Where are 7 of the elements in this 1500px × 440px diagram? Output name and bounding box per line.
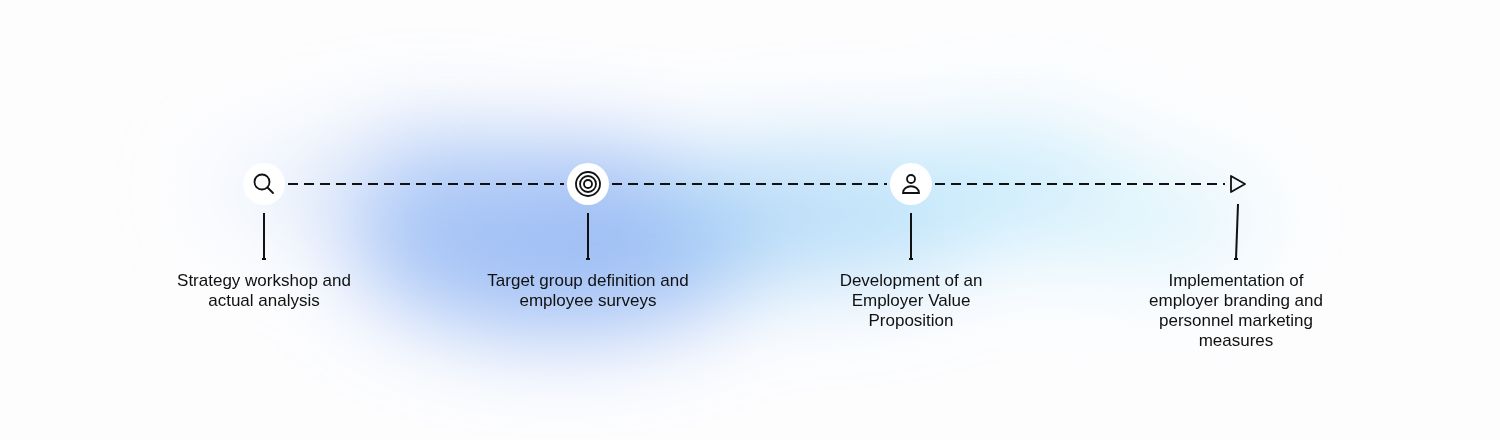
step-label: Strategy workshop and actual analysis (159, 259, 369, 311)
step-label: Implementation of employer branding and personnel marketing measures (1138, 259, 1334, 351)
connector-line (287, 183, 565, 185)
step-label: Development of an Employer Value Proposition (818, 259, 1004, 331)
connector-line (611, 183, 888, 185)
connector-line (934, 183, 1226, 185)
step-label: Target group definition and employee surveys (480, 259, 696, 311)
